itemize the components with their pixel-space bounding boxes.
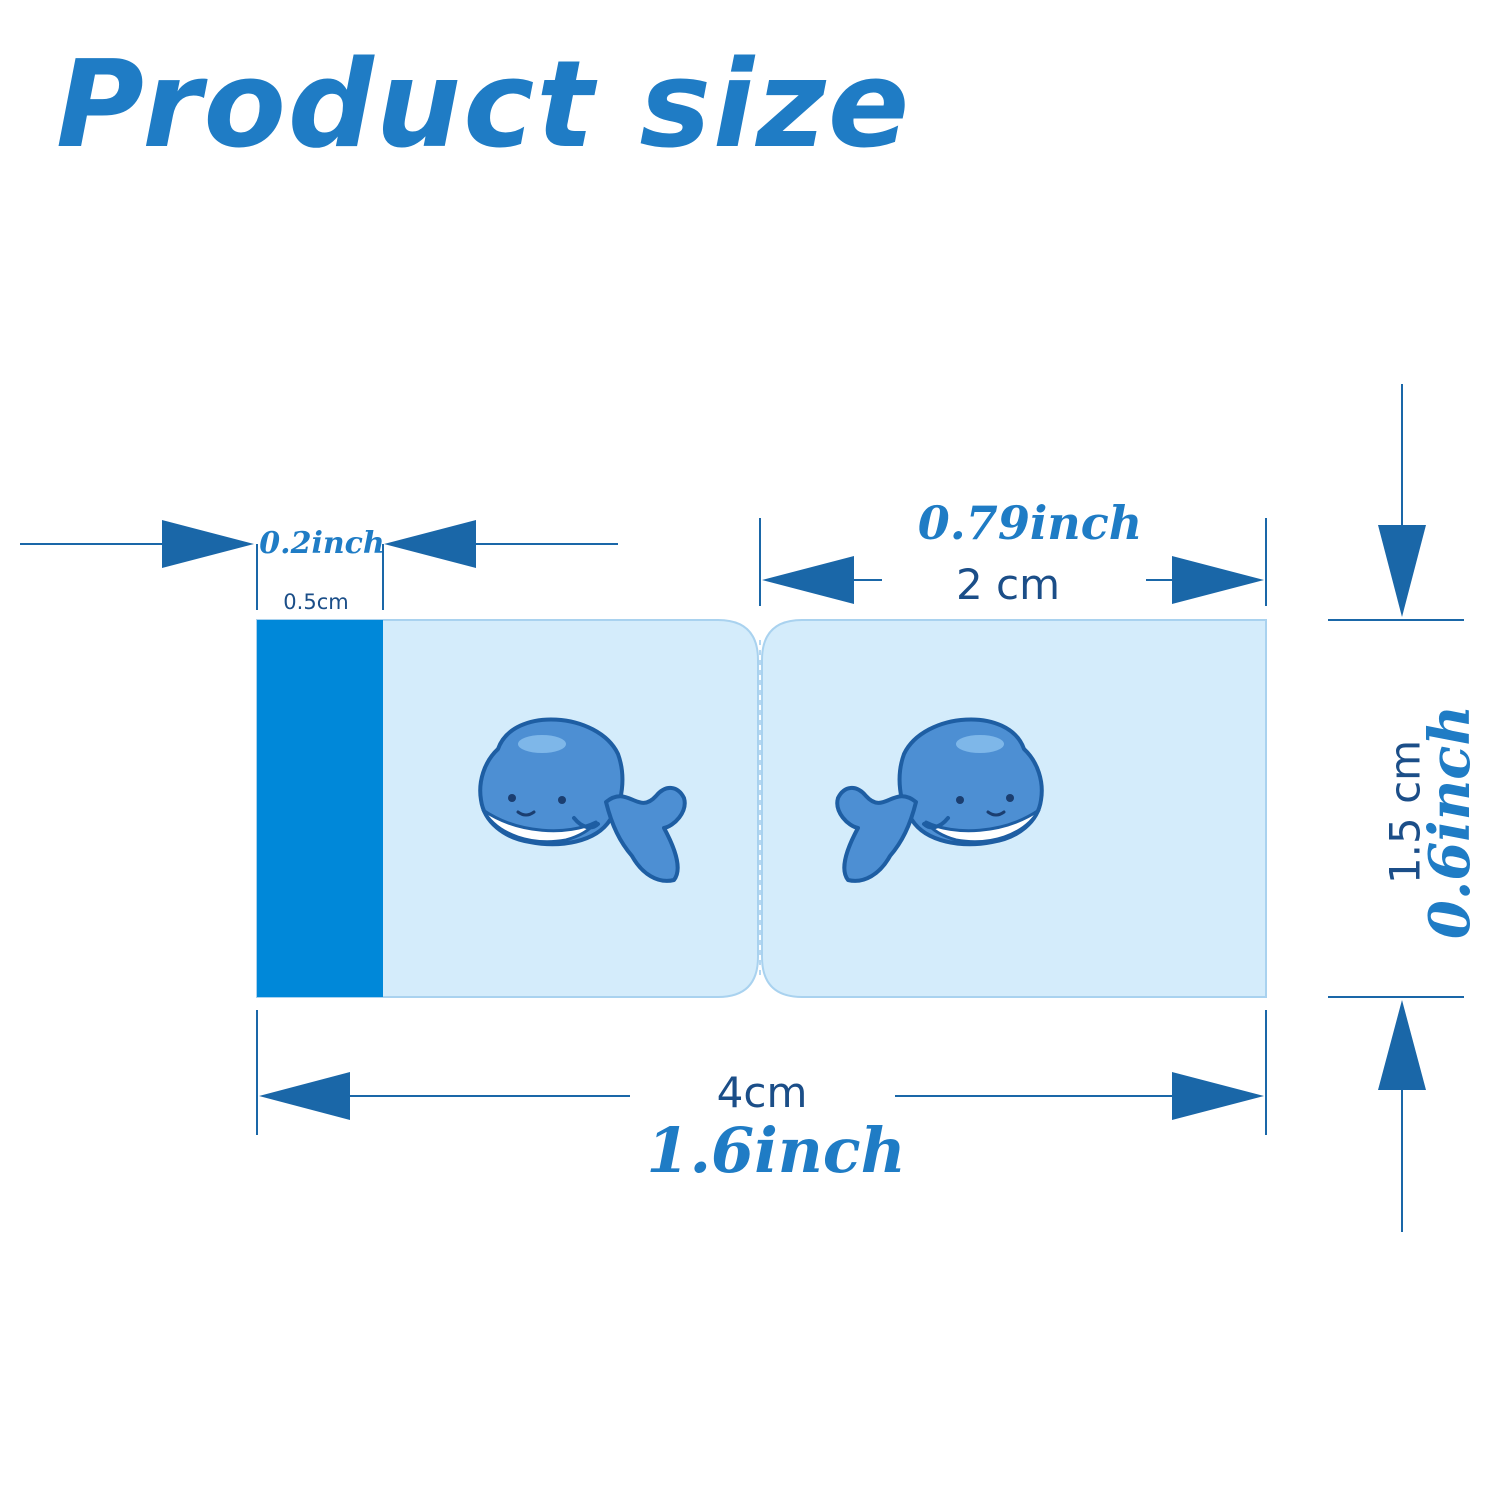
height-inch-label: 0.6inch (1417, 704, 1483, 940)
arrow-left-icon (259, 1072, 350, 1120)
strip-width-inch-label: 0.2inch (259, 526, 385, 561)
arrow-right-icon (162, 520, 254, 568)
arrow-down-icon (1378, 525, 1426, 617)
strip-width-cm-label: 0.5cm (283, 590, 349, 614)
arrow-right-icon (1172, 1072, 1264, 1120)
total-length-inch-label: 1.6inch (646, 1114, 906, 1187)
arrow-left-icon (384, 520, 476, 568)
arrow-up-icon (1378, 1000, 1426, 1090)
pad-width-cm-label: 2 cm (955, 560, 1061, 609)
total-length-cm-label: 4cm (716, 1068, 808, 1117)
pad-width-inch-label: 0.79inch (917, 496, 1143, 550)
arrow-right-icon (1172, 556, 1264, 604)
accent-strip (257, 620, 383, 997)
page-title: Product size (56, 36, 912, 175)
arrow-left-icon (762, 556, 854, 604)
